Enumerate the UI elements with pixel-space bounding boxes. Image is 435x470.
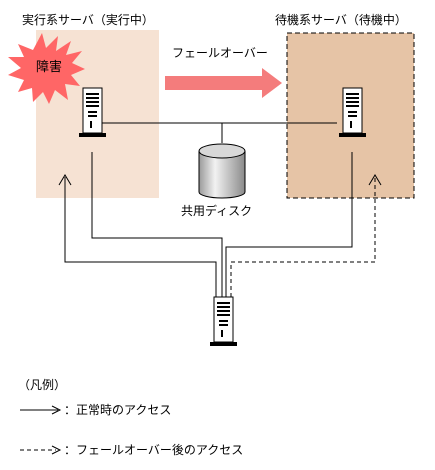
active-server-label: 実行系サーバ（実行中） <box>22 13 154 27</box>
active-server-icon <box>78 87 107 138</box>
normal-access-arrow <box>64 177 217 297</box>
client-standby-link <box>225 152 353 297</box>
failover-access-arrowhead <box>368 174 382 186</box>
legend-normal-access: ：正常時のアクセス <box>64 403 172 417</box>
standby-server-label: 待機系サーバ（待機中） <box>275 13 407 27</box>
shared-disk-label: 共用ディスク <box>181 204 253 218</box>
failover-label: フェールオーバー <box>172 46 268 60</box>
client-icon <box>209 296 238 347</box>
failover-access-arrow <box>230 177 376 297</box>
client-active-link <box>91 152 223 297</box>
standby-server-icon <box>338 87 367 138</box>
legend-solid-arrowhead <box>51 405 62 415</box>
legend-dashed-arrowhead <box>51 445 62 455</box>
normal-access-arrowhead <box>58 174 72 186</box>
shared-disk-icon <box>198 143 246 199</box>
failure-burst-icon <box>8 33 85 104</box>
failover-arrow <box>165 68 282 98</box>
legend-failover-access: ：フェールオーバー後のアクセス <box>64 443 244 457</box>
legend-title: （凡例） <box>18 378 67 392</box>
failure-label: 障害 <box>36 60 63 75</box>
